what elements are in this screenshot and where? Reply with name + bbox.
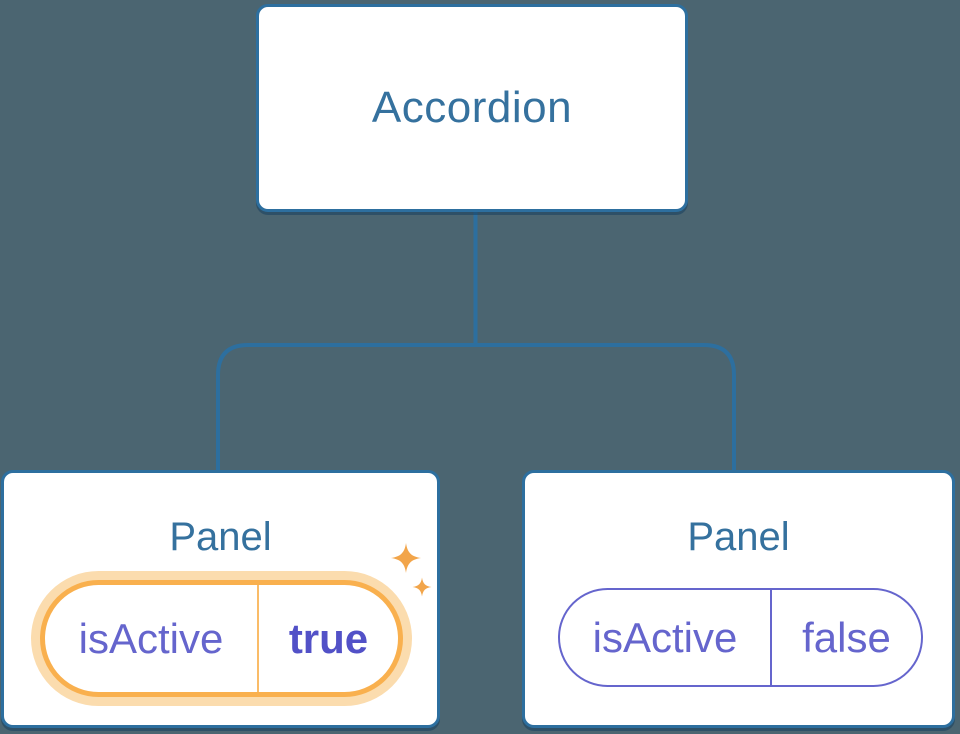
sparkle-small-icon [412,577,432,597]
state-pill-inactive: isActive false [558,588,923,687]
state-pill-active: isActive true [40,580,403,697]
sparkle-large-icon [391,543,421,573]
pill-divider [257,585,259,692]
panel-active-title: Panel [169,515,272,559]
panel-inactive-title: Panel [687,515,790,559]
panel-node-active: Panel isActive true [1,470,440,728]
prop-value-label: false [802,613,891,661]
prop-value-label: true [288,614,369,662]
pill-divider [770,590,772,685]
prop-name-label: isActive [78,614,224,662]
prop-name-label: isActive [592,613,738,661]
panel-node-inactive: Panel isActive false [522,470,955,728]
accordion-node: Accordion [256,4,688,212]
accordion-label: Accordion [371,83,573,132]
connector-bracket-line [216,343,736,471]
sparkles-icon [391,543,432,597]
